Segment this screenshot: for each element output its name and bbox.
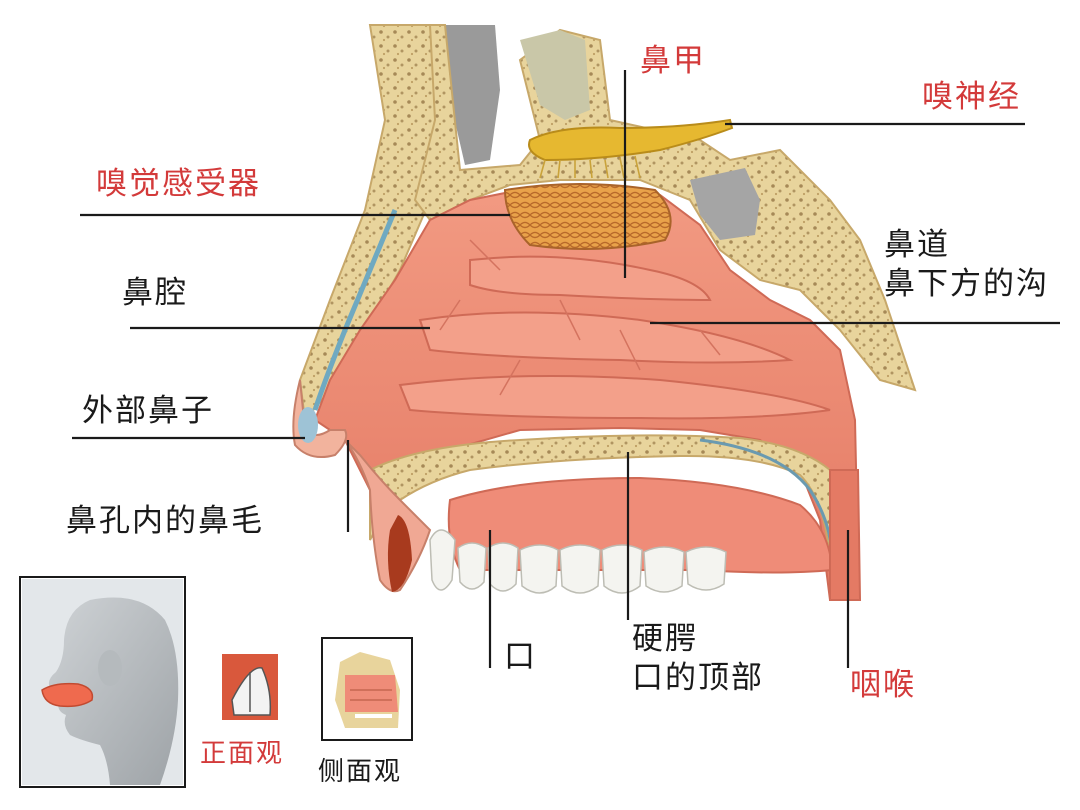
nasal-bone-vessel	[312, 209, 398, 411]
label-nasal-meatus-line1: 鼻道	[884, 227, 950, 263]
label-mouth: 口	[504, 639, 537, 675]
label-hard-palate: 硬腭 口的顶部	[632, 620, 764, 698]
label-olfactory-receptor: 嗅觉感受器	[96, 166, 261, 202]
head-nose-highlight	[41, 682, 94, 708]
side-view-icon	[321, 637, 413, 741]
label-hard-palate-line1: 硬腭	[632, 621, 698, 657]
leader-lines	[72, 70, 1060, 668]
label-front-view: 正面观	[200, 739, 285, 769]
front-view-icon	[222, 654, 278, 720]
label-side-view: 侧面观	[318, 757, 403, 787]
label-nasal-cavity: 鼻腔	[122, 275, 188, 311]
label-nasal-meatus-line2: 鼻下方的沟	[884, 265, 1049, 302]
nostril-hair	[387, 515, 412, 592]
label-external-nose: 外部鼻子	[82, 393, 214, 429]
main-cross-section	[292, 24, 917, 601]
inferior-turbinate	[398, 375, 831, 420]
label-hard-palate-line2: 口的顶部	[632, 659, 764, 696]
sinus-top-middle	[520, 30, 590, 120]
teeth	[429, 529, 727, 594]
label-turbinate: 鼻甲	[640, 43, 706, 79]
palate-vessel	[699, 438, 834, 556]
middle-turbinate	[418, 311, 794, 364]
hard-palate-bone	[369, 434, 850, 561]
head-silhouette	[48, 597, 179, 785]
label-pharynx: 咽喉	[850, 667, 916, 703]
label-nasal-meatus: 鼻道 鼻下方的沟	[884, 226, 1049, 304]
olfactory-receptor-patch	[503, 183, 672, 250]
nasal-tip-cartilage	[298, 407, 318, 443]
label-olfactory-nerve: 嗅神经	[922, 79, 1021, 115]
mucosa-texture	[439, 239, 721, 396]
olfactory-nerve-fibers	[539, 155, 641, 179]
frontal-sinus	[445, 25, 500, 165]
pharynx-column	[829, 469, 862, 601]
head-profile-thumbnail	[19, 576, 186, 788]
label-nose-hair: 鼻孔内的鼻毛	[66, 503, 264, 539]
sphenoid-sinus	[690, 168, 760, 240]
superior-turbinate	[469, 255, 712, 302]
